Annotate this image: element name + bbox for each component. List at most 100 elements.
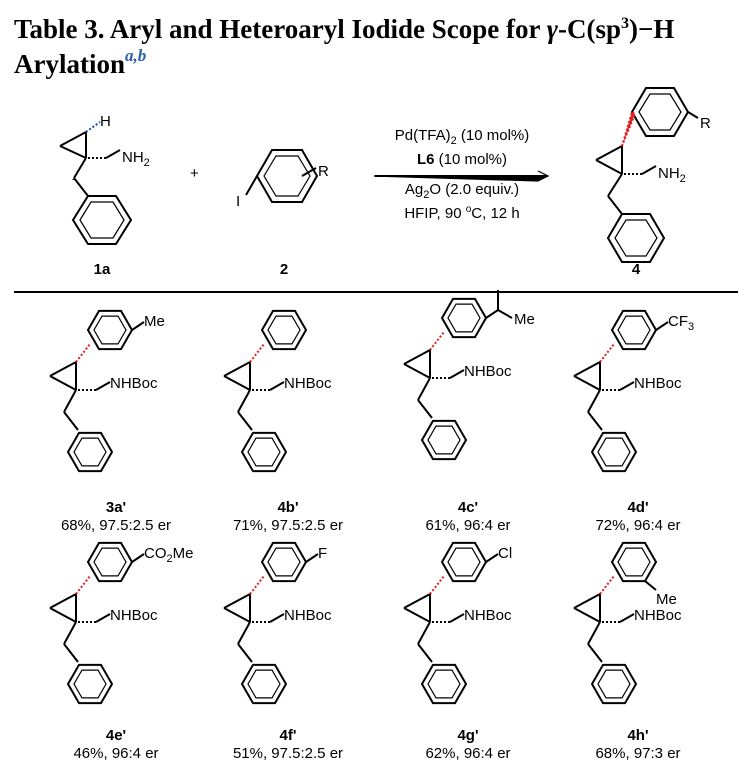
methylene-bond <box>95 381 111 391</box>
aryl-ring <box>86 309 134 351</box>
substituent-label: Me <box>144 313 165 330</box>
benzyl-ring-inner <box>73 437 107 467</box>
substituent-bond <box>131 553 145 563</box>
cyclopropane-bond <box>573 361 601 377</box>
substituent-bond <box>644 580 657 591</box>
aryl-ring <box>610 309 658 351</box>
benzyl-ring <box>590 663 638 705</box>
benzyl-ring <box>240 431 288 473</box>
amine-label-4: NH2 <box>658 165 686 185</box>
benzyl-bond <box>417 399 433 419</box>
aryl-ring <box>86 541 134 583</box>
benzyl-ring <box>420 663 468 705</box>
cyclopropane-bond <box>49 607 77 623</box>
aryl-ring <box>440 541 488 583</box>
condition-ligand: L6 (10 mol%) <box>417 151 507 168</box>
methylene-bond <box>269 613 285 623</box>
table-rule <box>14 291 738 293</box>
benzyl-ring-inner <box>597 437 631 467</box>
plus-sign: + <box>190 165 199 182</box>
cyclopropane-bond <box>223 607 251 623</box>
benzyl-bond <box>63 621 77 645</box>
entry-4c: 4c'61%, 96:4 er <box>425 499 511 534</box>
benzyl-bond <box>417 643 433 663</box>
methylene-bond <box>449 613 465 623</box>
substituent-bond <box>655 321 669 331</box>
benzyl-bond <box>587 389 601 413</box>
cyclopropane-bond <box>573 607 601 623</box>
substituent-label: Me <box>514 311 535 328</box>
condition-oxidant: Ag2O (2.0 equiv.) <box>405 181 519 201</box>
substituent-label: Me <box>656 591 677 608</box>
nhboc-label: NHBoc <box>110 375 158 392</box>
amine-label-1a: NH2 <box>122 149 150 169</box>
benzyl-bond <box>587 621 601 645</box>
benzyl-ring <box>590 431 638 473</box>
methylene-bond <box>619 613 635 623</box>
substituent-bond <box>485 553 499 563</box>
benzyl-bond <box>587 643 603 663</box>
cyclopropane-bond <box>403 607 431 623</box>
cyclopropane-bond <box>403 349 431 365</box>
nhboc-label: NHBoc <box>110 607 158 624</box>
condition-catalyst: Pd(TFA)2 (10 mol%) <box>395 127 530 147</box>
aryl-ring-inner <box>447 303 481 333</box>
methylene-bond <box>449 369 465 379</box>
benzyl-ring-inner <box>247 437 281 467</box>
benzyl-ring <box>66 663 114 705</box>
benzyl-bond <box>63 411 79 431</box>
entry-4h: 4h'68%, 97:3 er <box>595 727 681 762</box>
stereo-bond <box>429 575 445 595</box>
benzyl-bond <box>237 621 251 645</box>
substituent-label: Cl <box>498 545 512 562</box>
benzyl-ring-inner <box>73 669 107 699</box>
benzyl-ring-inner <box>247 669 281 699</box>
substituent-label: CF3 <box>668 313 694 333</box>
cyclopropane-bond <box>403 363 431 379</box>
benzyl-ring-inner <box>427 425 461 455</box>
nhboc-label: NHBoc <box>464 607 512 624</box>
cyclopropane-bond <box>573 375 601 391</box>
nhboc-label: NHBoc <box>634 607 682 624</box>
methylene-bond <box>95 613 111 623</box>
cyclopropane-bond <box>223 375 251 391</box>
methylene-bond <box>619 381 635 391</box>
aryl-ring-inner <box>617 547 651 577</box>
cyclopropane-bond <box>573 593 601 609</box>
cyclopropane-bond <box>223 593 251 609</box>
reaction-scheme: H NH2 I R NH2 R + Pd(TFA)2 (10 mol%) L6 … <box>59 87 711 278</box>
entry-4f: 4f'51%, 97.5:2.5 er <box>232 727 344 762</box>
entry-4g: 4g'62%, 96:4 er <box>425 727 511 762</box>
nhboc-label: NHBoc <box>634 375 682 392</box>
stereo-bond <box>599 343 615 363</box>
compound-label-4: 4 <box>632 261 641 278</box>
entry-4b: 4b'71%, 97.5:2.5 er <box>232 499 344 534</box>
benzyl-bond <box>237 411 253 431</box>
cyclopropane-bond <box>403 593 431 609</box>
benzyl-ring <box>66 431 114 473</box>
stereo-bond <box>75 343 91 363</box>
aryl-ring <box>260 541 308 583</box>
substituent-bond <box>485 309 499 319</box>
aryl-ring-inner <box>447 547 481 577</box>
aryl-ring <box>440 297 488 339</box>
compound-label-1a: 1a <box>94 261 111 278</box>
stereo-bond <box>599 575 615 595</box>
stereo-bond <box>249 343 265 363</box>
stereo-bond <box>75 575 91 595</box>
cyclopropane-bond <box>49 593 77 609</box>
condition-solvent: HFIP, 90 oC, 12 h <box>404 204 519 222</box>
stereo-bond <box>429 331 445 351</box>
substituent-bond <box>131 321 145 331</box>
product-r-label: R <box>700 115 711 132</box>
entry-4e: 4e'46%, 96:4 er <box>73 727 159 762</box>
hydrogen-label: H <box>100 113 111 130</box>
cyclopropane-bond <box>49 375 77 391</box>
benzyl-bond <box>417 621 431 645</box>
entry-4d: 4d'72%, 96:4 er <box>595 499 681 534</box>
benzyl-bond <box>417 377 431 401</box>
cyclopropane-bond <box>49 361 77 377</box>
nhboc-label: NHBoc <box>464 363 512 380</box>
benzyl-bond <box>63 389 77 413</box>
